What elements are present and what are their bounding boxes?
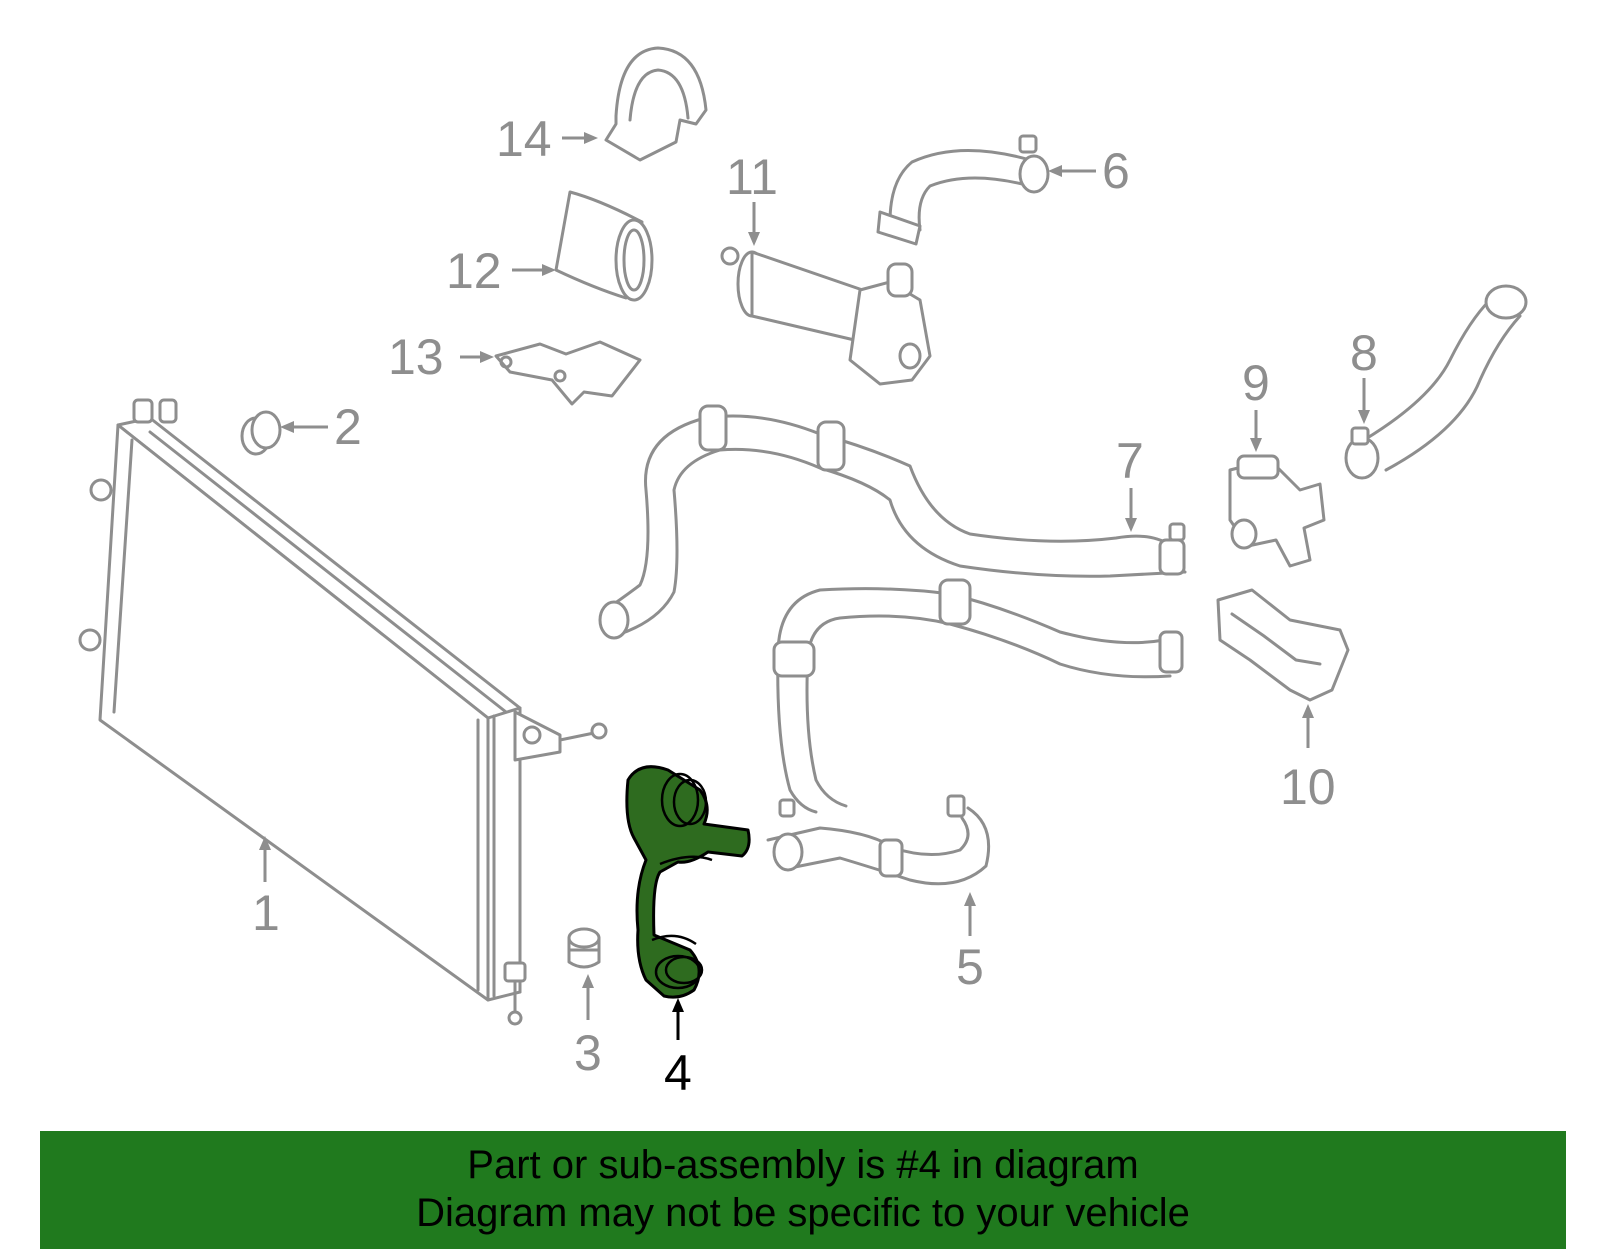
callout-12: 12 [446, 243, 556, 299]
part-13-bracket[interactable] [494, 340, 642, 406]
svg-text:2: 2 [334, 399, 362, 455]
svg-text:6: 6 [1102, 143, 1130, 199]
svg-text:7: 7 [1116, 433, 1144, 489]
part-6-hose[interactable] [876, 134, 1050, 246]
callout-10: 10 [1280, 704, 1336, 815]
callout-7: 7 [1116, 433, 1144, 532]
callout-5: 5 [956, 892, 984, 995]
part-9-valve[interactable] [1228, 454, 1326, 568]
svg-text:12: 12 [446, 243, 502, 299]
part-4-hose-highlighted[interactable] [625, 765, 751, 999]
part-5-hose[interactable] [766, 794, 991, 886]
callout-6: 6 [1048, 143, 1130, 199]
part-14-clip[interactable] [604, 46, 708, 162]
part-10-housing[interactable] [1216, 588, 1350, 702]
svg-text:13: 13 [388, 329, 444, 385]
part-hose-middle[interactable] [772, 578, 1184, 814]
part-11-pump[interactable] [720, 246, 932, 386]
part-3-mount[interactable] [567, 927, 601, 969]
callout-11: 11 [726, 149, 778, 246]
part-1-radiator[interactable] [78, 398, 608, 1026]
info-banner: Part or sub-assembly is #4 in diagram Di… [40, 1131, 1566, 1249]
svg-text:4: 4 [664, 1045, 692, 1101]
part-7-hose[interactable] [598, 404, 1187, 640]
callout-13: 13 [388, 329, 494, 385]
callout-4: 4 [664, 998, 692, 1101]
svg-text:1: 1 [252, 885, 280, 941]
svg-text:10: 10 [1280, 759, 1336, 815]
callout-14: 14 [496, 111, 598, 167]
part-8-hose[interactable] [1344, 284, 1528, 480]
callout-3: 3 [574, 974, 602, 1081]
part-2-plug[interactable] [240, 410, 282, 456]
svg-text:9: 9 [1242, 355, 1270, 411]
svg-text:3: 3 [574, 1025, 602, 1081]
callout-8: 8 [1350, 325, 1378, 424]
svg-text:8: 8 [1350, 325, 1378, 381]
svg-text:5: 5 [956, 939, 984, 995]
svg-text:11: 11 [726, 149, 778, 205]
callout-9: 9 [1242, 355, 1270, 452]
callout-1: 1 [252, 836, 280, 941]
svg-text:14: 14 [496, 111, 552, 167]
banner-line-2: Diagram may not be specific to your vehi… [416, 1191, 1190, 1235]
callout-2: 2 [280, 399, 362, 455]
part-12-sleeve[interactable] [554, 190, 654, 302]
banner-line-1: Part or sub-assembly is #4 in diagram [467, 1143, 1139, 1187]
